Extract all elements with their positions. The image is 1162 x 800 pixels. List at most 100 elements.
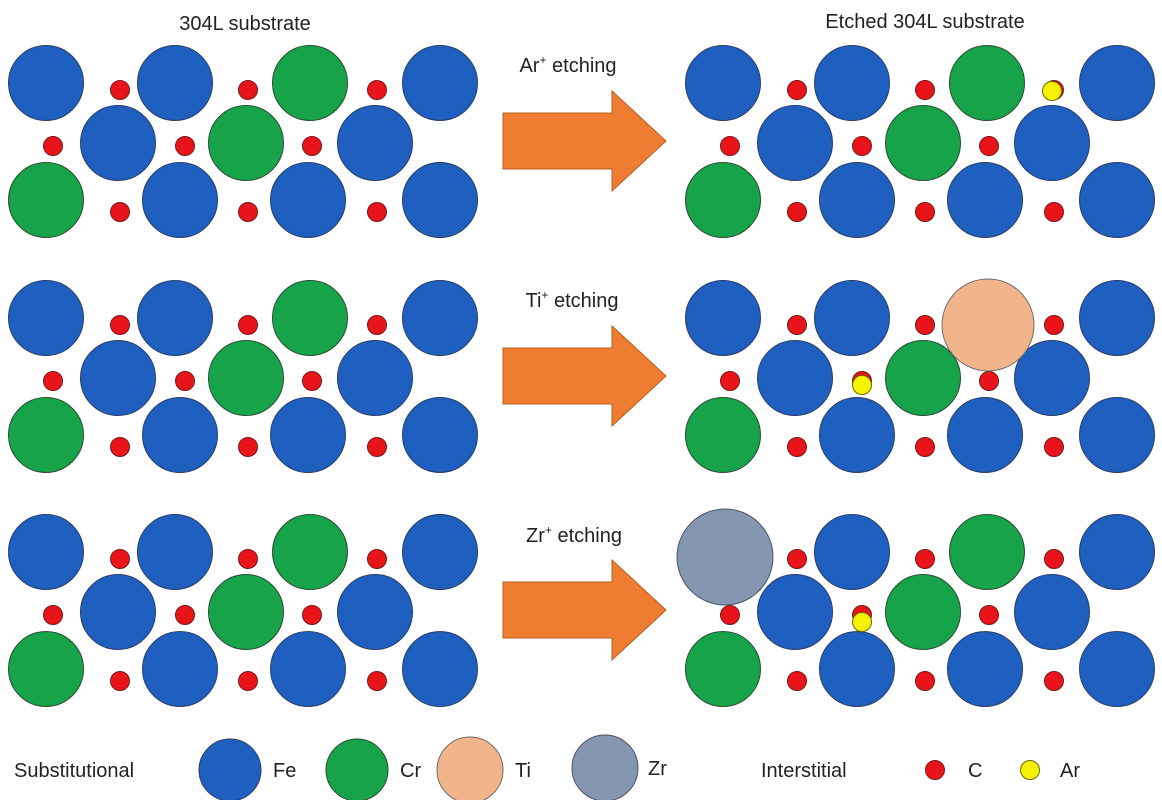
cr-atom <box>949 514 1025 590</box>
fe-atom <box>814 280 890 356</box>
cr-atom <box>208 574 284 650</box>
cr-atom <box>885 574 961 650</box>
fe-atom <box>819 631 895 707</box>
fe-atom <box>142 631 218 707</box>
carbon-atom <box>1044 315 1064 335</box>
cr-atom <box>8 397 84 473</box>
carbon-atom <box>367 549 387 569</box>
fe-atom <box>819 397 895 473</box>
process-label-2-rest: etching <box>548 290 618 312</box>
fe-atom <box>1079 162 1155 238</box>
carbon-atom <box>110 437 130 457</box>
cr-atom <box>8 631 84 707</box>
fe-atom <box>685 45 761 121</box>
fe-atom <box>142 397 218 473</box>
fe-atom <box>8 45 84 121</box>
legend-fe-swatch <box>198 738 262 800</box>
carbon-atom <box>1044 549 1064 569</box>
fe-atom <box>1014 340 1090 416</box>
fe-atom <box>402 162 478 238</box>
fe-atom <box>1079 397 1155 473</box>
legend-ti-label: Ti <box>515 760 531 782</box>
process-arrow-3 <box>502 558 667 662</box>
carbon-atom <box>915 315 935 335</box>
fe-atom <box>402 514 478 590</box>
carbon-atom <box>238 671 258 691</box>
cr-atom <box>885 105 961 181</box>
legend-c-swatch <box>925 760 945 780</box>
arrow-group <box>502 89 667 662</box>
fe-atom <box>80 340 156 416</box>
carbon-atom <box>110 671 130 691</box>
substrate-lattice-3 <box>8 514 478 707</box>
legend-zr-swatch <box>571 734 639 800</box>
legend: Substitutional Fe Cr Ti Zr Interstitial … <box>14 734 1080 800</box>
process-arrow-1 <box>502 89 667 193</box>
fe-atom <box>947 397 1023 473</box>
carbon-atom <box>787 315 807 335</box>
carbon-atom <box>852 136 872 156</box>
cr-atom <box>685 397 761 473</box>
carbon-atom <box>367 437 387 457</box>
cr-atom <box>272 280 348 356</box>
fe-atom <box>757 574 833 650</box>
carbon-atom <box>110 549 130 569</box>
cr-atom <box>685 162 761 238</box>
fe-atom <box>814 514 890 590</box>
carbon-atom <box>110 80 130 100</box>
argon-atom <box>852 612 872 632</box>
legend-ar-swatch <box>1020 760 1040 780</box>
legend-interstitial-label: Interstitial <box>761 760 847 782</box>
legend-ti-swatch <box>436 736 504 800</box>
fe-atom <box>270 162 346 238</box>
carbon-atom <box>367 315 387 335</box>
fe-atom <box>1079 631 1155 707</box>
carbon-atom <box>979 371 999 391</box>
process-label-3-sup: + <box>545 523 552 537</box>
carbon-atom <box>979 136 999 156</box>
carbon-atom <box>787 671 807 691</box>
cr-atom <box>8 162 84 238</box>
carbon-atom <box>915 671 935 691</box>
carbon-atom <box>915 549 935 569</box>
fe-atom <box>137 45 213 121</box>
carbon-atom <box>175 371 195 391</box>
cr-atom <box>272 45 348 121</box>
carbon-atom <box>367 80 387 100</box>
carbon-atom <box>238 315 258 335</box>
fe-atom <box>685 280 761 356</box>
fe-atom <box>337 574 413 650</box>
fe-atom <box>337 340 413 416</box>
process-label-3-rest: etching <box>552 525 622 547</box>
cr-atom <box>208 105 284 181</box>
fe-atom <box>402 631 478 707</box>
fe-atom <box>270 631 346 707</box>
cr-atom <box>208 340 284 416</box>
fe-atom <box>1079 45 1155 121</box>
fe-atom <box>402 397 478 473</box>
fe-atom <box>1014 574 1090 650</box>
carbon-atom <box>238 202 258 222</box>
carbon-atom <box>302 605 322 625</box>
cr-atom <box>949 45 1025 121</box>
carbon-atom <box>787 549 807 569</box>
carbon-atom <box>302 136 322 156</box>
carbon-atom <box>720 136 740 156</box>
etched-lattice-2 <box>685 278 1155 473</box>
carbon-atom <box>720 371 740 391</box>
fe-atom <box>8 514 84 590</box>
fe-atom <box>1079 514 1155 590</box>
fe-atom <box>137 280 213 356</box>
substrate-lattice-1 <box>8 45 478 238</box>
carbon-atom <box>787 80 807 100</box>
carbon-atom <box>787 437 807 457</box>
carbon-atom <box>915 437 935 457</box>
legend-fe-label: Fe <box>273 760 296 782</box>
fe-atom <box>8 280 84 356</box>
etched-lattice-1 <box>685 45 1155 238</box>
legend-zr-label: Zr <box>648 758 667 780</box>
carbon-atom <box>110 315 130 335</box>
fe-atom <box>1079 280 1155 356</box>
fe-atom <box>1014 105 1090 181</box>
